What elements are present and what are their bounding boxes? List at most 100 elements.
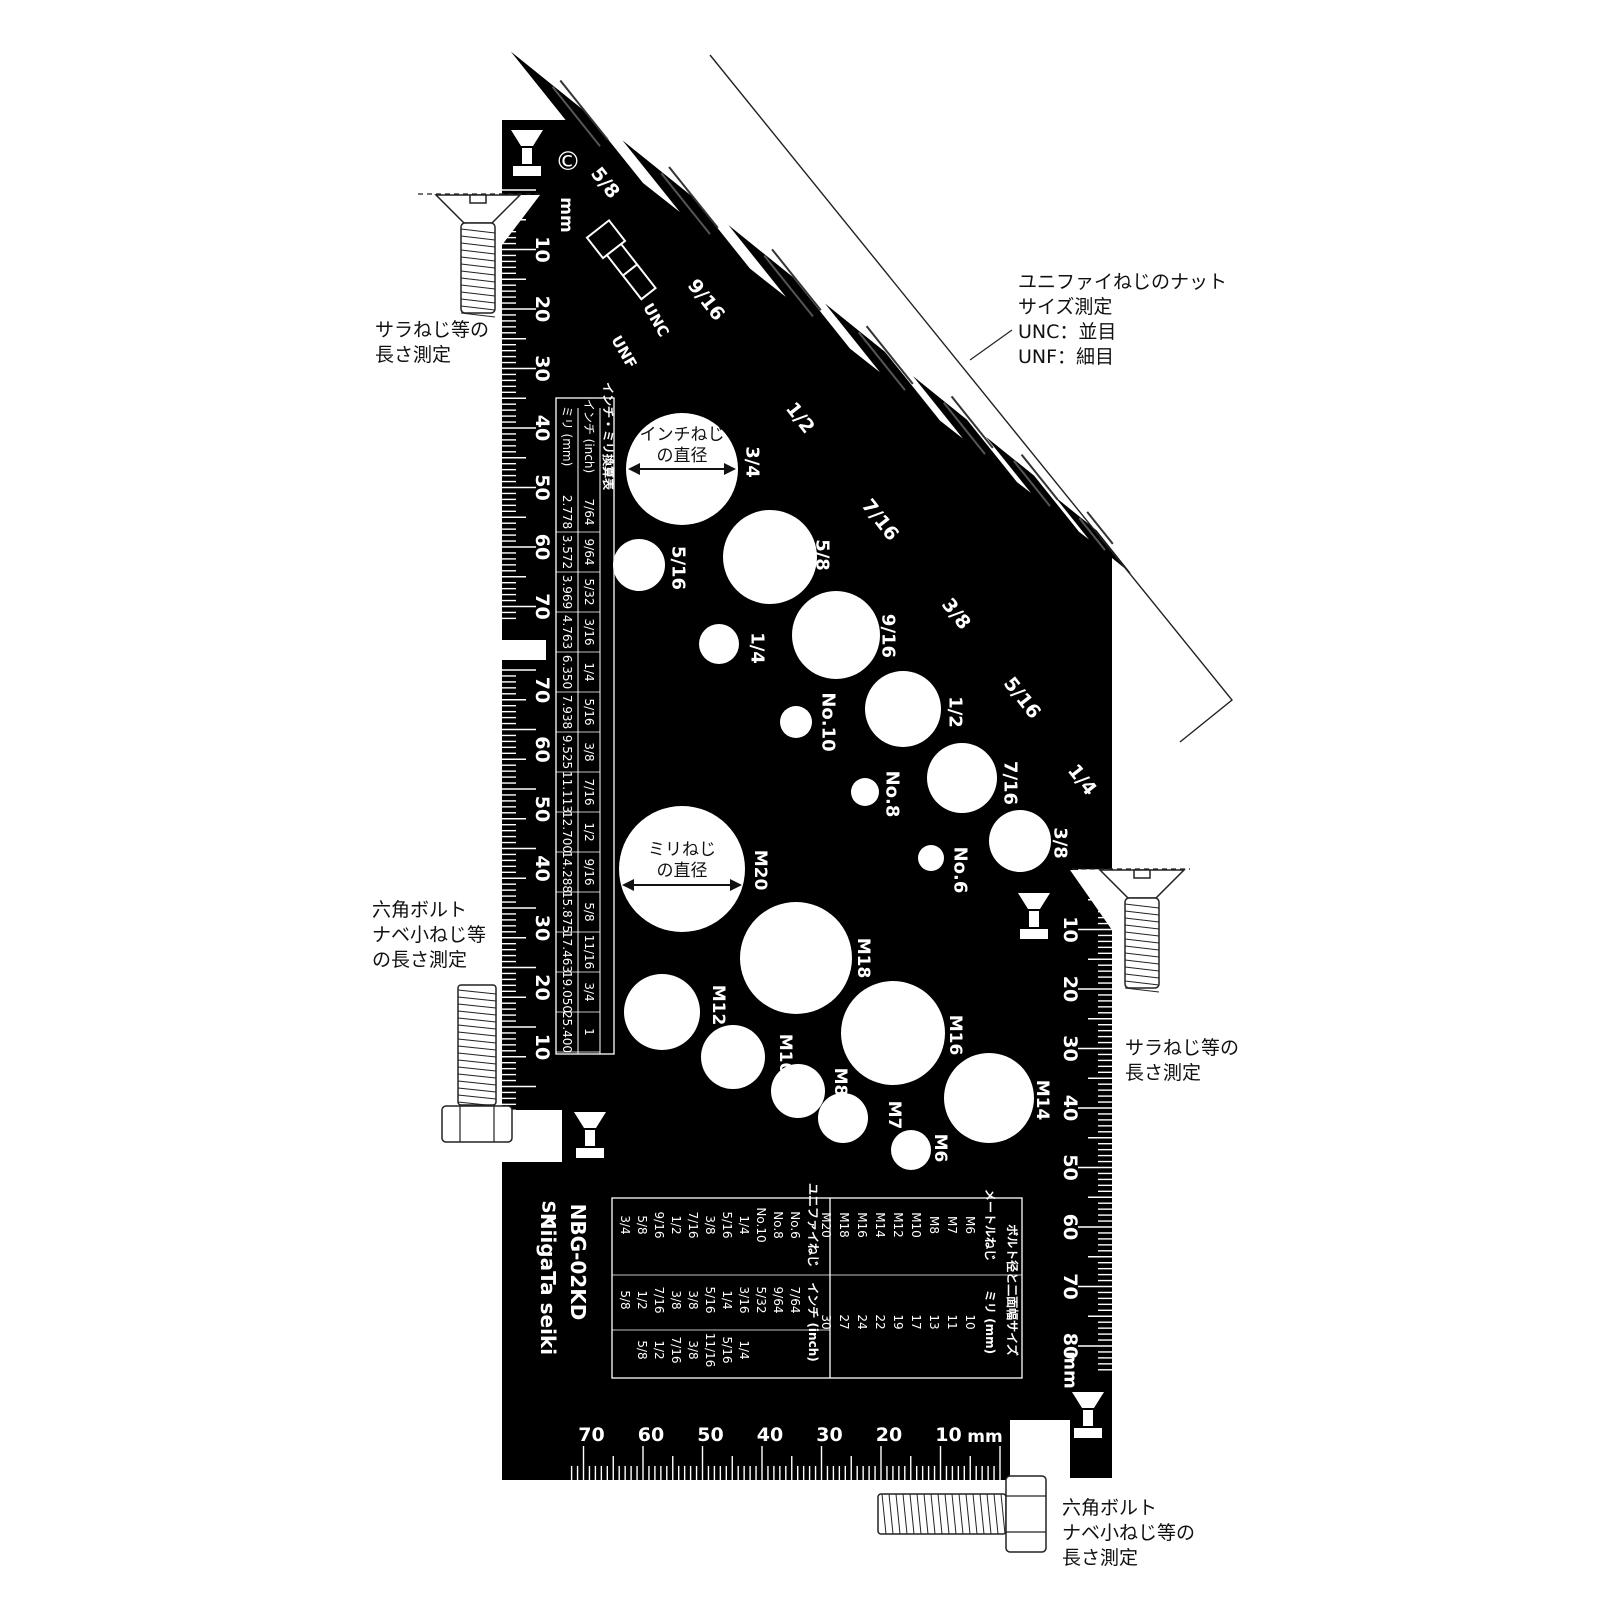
copyright-mark: © [555,147,581,177]
inch-hole-label: 1/2 [945,696,966,728]
brand-mark: SK [538,1201,559,1229]
conversion-inch-value: 1 [582,1028,596,1036]
thread-line [460,277,496,283]
left-ruler-label: 50 [531,796,553,822]
metric-hole [624,974,700,1050]
metric-size: M14 [873,1212,887,1238]
thread-line [460,263,496,269]
thread-line [457,1031,497,1037]
arrow-head [730,879,742,891]
unified-header: ユニファイねじ [806,1183,820,1267]
arrow-head [628,463,640,475]
nut-line [622,263,638,277]
inch-hole [780,706,812,738]
conversion-table-title: インチ・ミリ換算表 [601,382,616,491]
brand-name: NiigaTa seiki [536,1213,560,1355]
thread-line [460,291,496,297]
thread-line [1124,952,1160,958]
unified-size: 3/4 [618,1215,632,1234]
thread-line [979,1493,985,1535]
metric-size: M7 [945,1216,959,1234]
bolt-shank [877,1493,1007,1535]
screw-slot [469,194,487,204]
thread-line [460,242,496,248]
thread-line [460,305,496,311]
thread-line [457,1017,497,1023]
slot-shade [771,248,822,311]
conversion-inch-value: 1/2 [582,822,596,841]
unified-size: No.6 [788,1211,802,1239]
bolt-table-title: ボルト径と二面幅サイズ [1005,1224,1020,1356]
unified-inch-width: 3/8 [686,1290,700,1309]
thread-line [457,1038,497,1044]
slot-shade [1078,517,1106,551]
thread-line [457,1024,497,1030]
metric-size: M12 [891,1212,905,1238]
callout-bracket [709,54,1233,743]
conversion-inch-value: 1/4 [582,662,596,681]
inch-hole-label: 7/16 [1000,761,1021,805]
bottom-unit: mm [967,1427,1002,1447]
conversion-mm-value: 2.778 [560,495,574,529]
thread-line [1124,959,1160,965]
conversion-mm-value: 15.875 [560,891,574,933]
callout-line: ナベ小ねじ等 [372,924,487,946]
unified-inch-width: 3/8 [669,1290,683,1309]
thread-line [460,249,496,255]
rulers [502,189,1112,1480]
thread-line [1124,938,1160,944]
thread-line [916,1493,922,1535]
callout-line: UNF：細目 [1018,346,1115,368]
conversion-inch-value: 7/64 [582,499,596,526]
conversion-inch-value: 3/8 [582,742,596,761]
left-ruler-label: 30 [531,355,553,381]
metric-hole-label: M7 [884,1101,904,1130]
unified-size: 1/2 [669,1215,683,1234]
metric-width: 19 [891,1314,905,1329]
screw-glyph [513,166,541,176]
inch-hole-label: 3/8 [1050,827,1071,859]
metric-hole-label: M16 [945,1015,965,1056]
right-ruler-label: 70 [1059,1273,1081,1299]
inch-hole-label: No.10 [818,692,839,751]
conversion-mm-value: 7.938 [560,695,574,729]
metric-width: 17 [909,1314,923,1329]
callout-line: ユニファイねじのナット [1018,271,1228,293]
unified-inch-width: 1/4 [737,1340,751,1359]
bolt-head [441,1105,513,1143]
conversion-inch-value: 3/4 [582,982,596,1001]
callout-line: 長さ測定 [1125,1062,1202,1084]
screw-glyph [576,1148,604,1158]
model-number: NBG-02KD [566,1204,590,1321]
conversion-inch-value: 5/8 [582,902,596,921]
left-ruler-label: 50 [531,474,553,500]
unified-inch-width: 1/4 [720,1290,734,1309]
callout-line: UNC：並目 [1018,321,1117,343]
right-ruler-label: 10 [1059,916,1081,942]
conversion-mm-value: 17.463 [560,931,574,973]
conversion-mm-value: 11.113 [560,771,574,813]
metric-size: M16 [855,1212,869,1238]
thread-line [1124,980,1160,986]
bottom-ruler-label: 50 [697,1424,723,1446]
conversion-mm-value: 4.763 [560,615,574,649]
unified-size: 5/16 [720,1212,734,1239]
screw-glyph [1083,1410,1093,1426]
thread-line [457,1094,497,1100]
callout-line: サラねじ等の [1125,1037,1240,1059]
callout-hex-bottom: 六角ボルト ナベ小ねじ等の 長さ測定 [1062,1496,1195,1571]
metric-hole-label: M8 [830,1068,850,1097]
thread-line [457,996,497,1002]
left-ruler-label: 20 [531,296,553,322]
conversion-mm-value: 6.350 [560,655,574,689]
conversion-table-frame [555,397,615,1055]
slot-shade [559,79,609,141]
callout-flat-left: サラねじ等の 長さ測定 [375,318,489,368]
bottom-ruler-label: 60 [638,1424,664,1446]
gauge-labels: 1020304050607070605040302010102030405060… [511,130,1104,1447]
metric-title: ミリねじ [648,840,716,860]
left-ruler-label: 70 [531,677,553,703]
metric-hole [891,1130,931,1170]
unified-inch-width: 3/16 [737,1287,751,1314]
